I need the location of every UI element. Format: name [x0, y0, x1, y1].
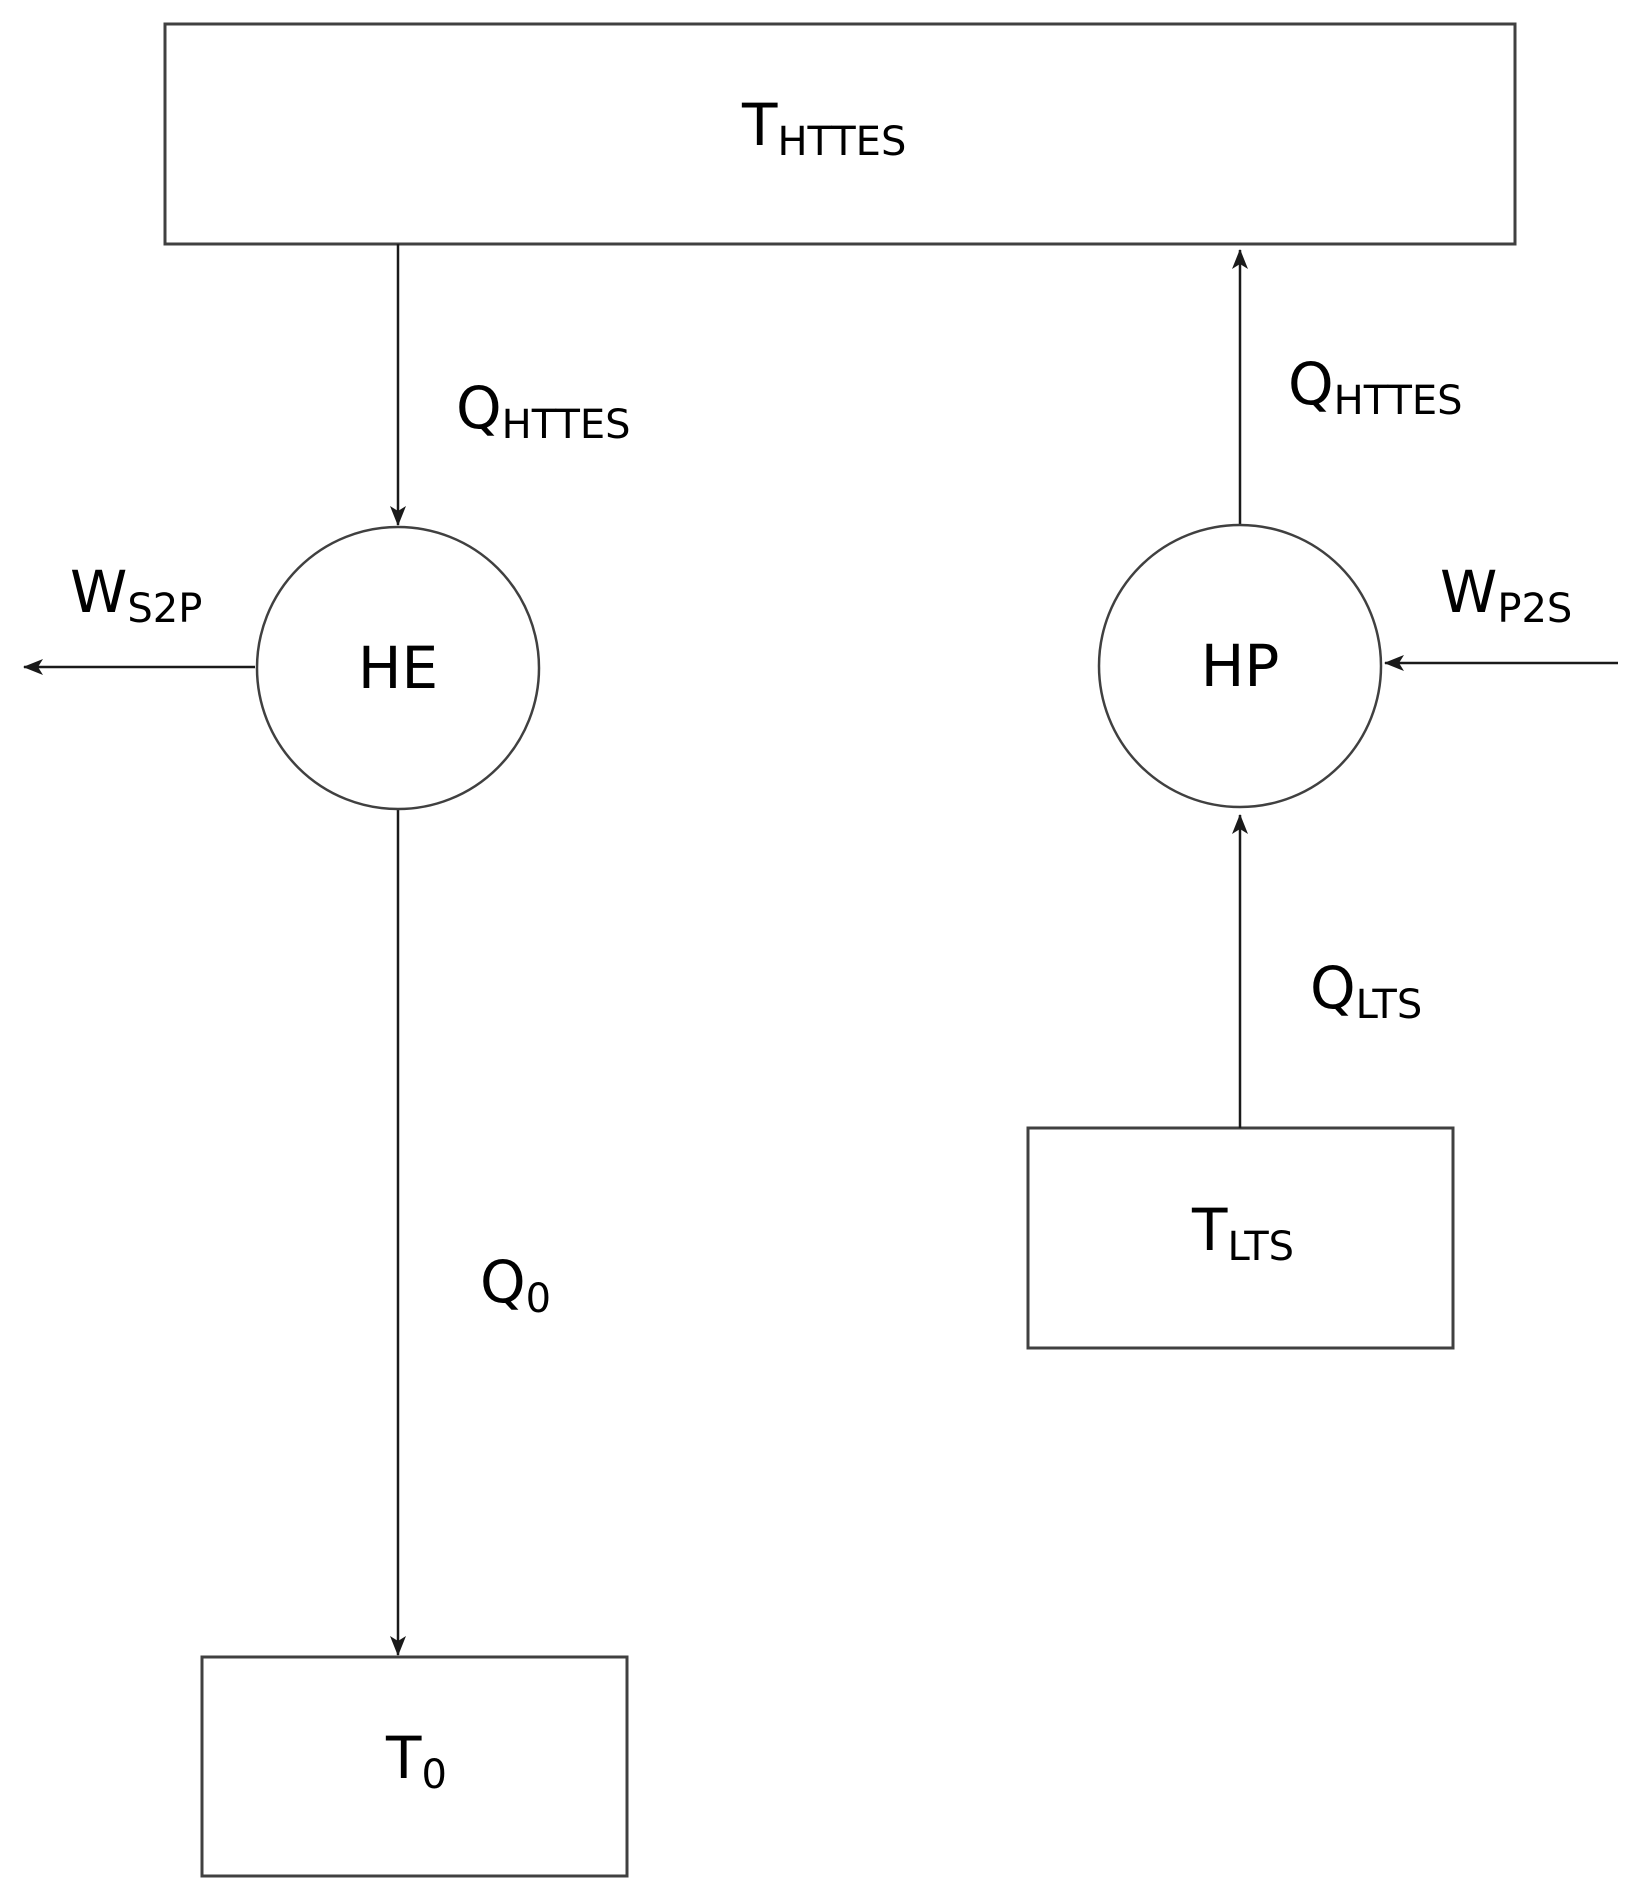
q-lts-label: QLTS [1310, 954, 1422, 1028]
lts-store-label: TLTS [1191, 1196, 1294, 1270]
lts-store-box [1026, 1126, 1455, 1350]
q-htes-discharge-label: QHTTES [456, 374, 631, 448]
heat-engine-node [255, 525, 541, 811]
heat-pump-node [1097, 523, 1383, 809]
w-in-label: WP2S [1440, 558, 1572, 632]
heat-pump-label: HP [1201, 632, 1280, 700]
heat-engine-label: HE [358, 634, 438, 702]
htes-store-box [163, 22, 1517, 246]
w-out-label: WS2P [70, 558, 202, 632]
ambient-label: T0 [385, 1724, 447, 1798]
q-htes-charge-label: QHTTES [1288, 350, 1463, 424]
q-ambient-label: Q0 [480, 1248, 551, 1322]
ambient-box [200, 1655, 629, 1878]
htes-store-label: THTTES [741, 91, 906, 165]
